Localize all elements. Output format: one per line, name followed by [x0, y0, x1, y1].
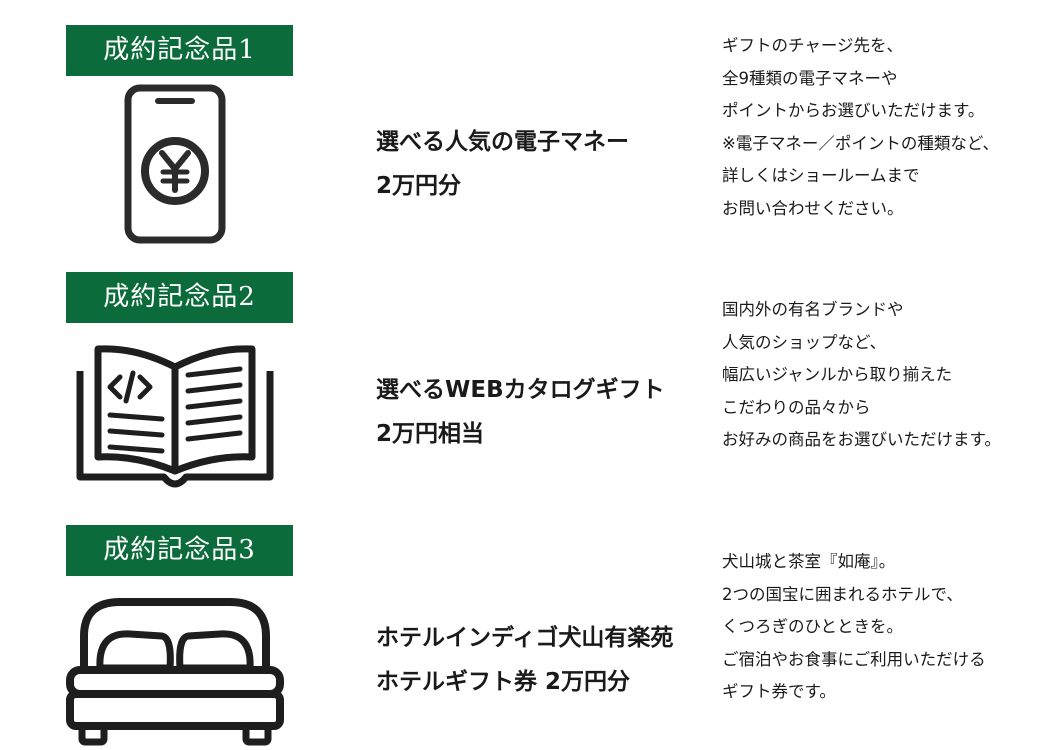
desc-line: 幅広いジャンルから取り揃えた — [722, 365, 953, 384]
desc-line: 詳しくはショールームまで — [722, 166, 920, 185]
desc-line: ポイントからお選びいただけます。 — [722, 101, 985, 120]
desc-line: ギフト券です。 — [722, 682, 836, 701]
gift-title-line: 選べるWEBカタログギフト — [376, 377, 665, 403]
desc-line: ギフトのチャージ先を、 — [722, 36, 904, 55]
desc-line: くつろぎのひとときを。 — [722, 617, 904, 636]
gift-description-1: ギフトのチャージ先を、 全9種類の電子マネーや ポイントからお選びいただけます。… — [722, 30, 1042, 225]
smartphone-yen-icon — [124, 84, 226, 244]
gift-badge-1: 成約記念品1 — [66, 25, 293, 76]
desc-line: 国内外の有名ブランドや — [722, 300, 904, 319]
gift-title-2: 選べるWEBカタログギフト 2万円相当 — [376, 368, 665, 456]
gift-title-line: 選べる人気の電子マネー — [376, 129, 629, 155]
gift-title-3: ホテルインディゴ犬山有楽苑 ホテルギフト券 2万円分 — [376, 616, 673, 704]
desc-line: ご宿泊やお食事にご利用いただける — [722, 649, 986, 669]
gift-description-2: 国内外の有名ブランドや 人気のショップなど、 幅広いジャンルから取り揃えた こだ… — [722, 294, 1042, 457]
gift-title-line: ホテルインディゴ犬山有楽苑 — [376, 625, 674, 651]
gift-title-1: 選べる人気の電子マネー 2万円分 — [376, 120, 629, 208]
bed-icon — [66, 598, 284, 746]
gift-badge-3: 成約記念品3 — [66, 525, 293, 576]
gift-title-line: 2万円分 — [376, 173, 462, 199]
desc-line: お問い合わせください。 — [722, 198, 904, 218]
gift-title-line: ホテルギフト券 2万円分 — [376, 669, 631, 695]
gift-badge-2: 成約記念品2 — [66, 272, 293, 323]
gift-description-3: 犬山城と茶室『如庵』。 2つの国宝に囲まれるホテルで、 くつろぎのひとときを。 … — [722, 546, 1042, 709]
desc-line: こだわりの品々から — [722, 397, 871, 417]
desc-line: 2つの国宝に囲まれるホテルで、 — [722, 584, 963, 604]
desc-line: お好みの商品をお選びいただけます。 — [722, 430, 1001, 449]
desc-line: 全9種類の電子マネーや — [722, 68, 898, 88]
desc-line: 人気のショップなど、 — [722, 332, 887, 352]
open-book-icon — [76, 345, 274, 488]
gift-title-line: 2万円相当 — [376, 421, 485, 447]
desc-line: 犬山城と茶室『如庵』。 — [722, 552, 896, 571]
desc-line: ※電子マネー／ポイントの種類など、 — [722, 133, 1000, 153]
